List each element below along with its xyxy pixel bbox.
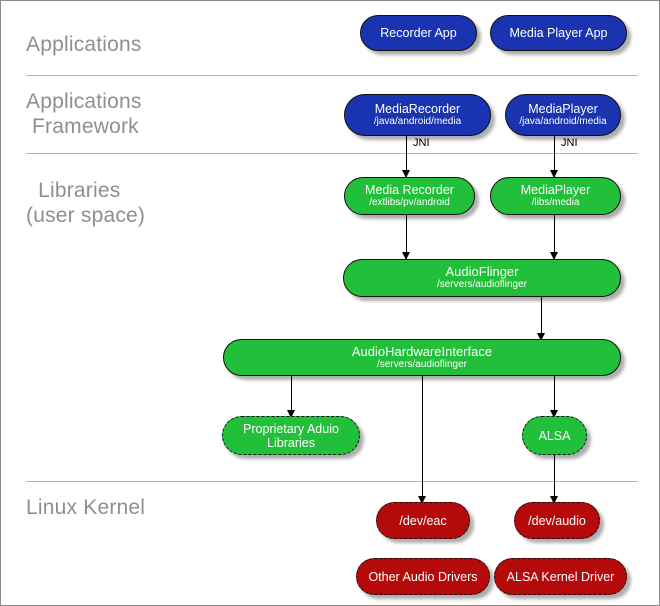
node-subtitle: /libs/media	[531, 197, 580, 208]
node-subtitle: /servers/audioflinger	[436, 279, 528, 290]
arrowhead-proprietary-libraries	[287, 410, 295, 418]
arrowhead-audioflinger-left	[402, 252, 410, 260]
node-audioflinger[interactable]: AudioFlinger /servers/audioflinger	[343, 259, 621, 297]
node-mediaplayer-lib[interactable]: MediaPlayer /libs/media	[490, 177, 621, 215]
node-proprietary-audio-libraries[interactable]: Proprietary Aduio Libraries	[222, 416, 360, 455]
node-title: MediaPlayer	[528, 102, 598, 116]
node-title: ALSA Kernel Driver	[506, 569, 615, 584]
arrowhead-alsa	[550, 410, 558, 418]
edge-mediaplayer-lib-to-audioflinger	[554, 215, 556, 259]
node-title: Recorder App	[380, 26, 457, 40]
node-other-audio-drivers[interactable]: Other Audio Drivers	[356, 558, 490, 595]
separator-applications	[26, 75, 638, 76]
node-alsa[interactable]: ALSA	[522, 416, 587, 455]
node-title: /dev/audio	[528, 513, 586, 528]
arrowhead-dev-eac	[418, 496, 426, 504]
node-subtitle: /servers/audioflinger	[376, 358, 468, 370]
edge-mediaplayer-to-mediaplayer-lib	[554, 136, 556, 177]
node-title: MediaPlayer	[520, 183, 591, 197]
edge-audiohardwareinterface-to-dev-eac	[422, 375, 424, 502]
node-title: /dev/eac	[399, 513, 447, 528]
layer-label-applications: Applications	[26, 33, 142, 56]
layer-label-linux-kernel: Linux Kernel	[26, 496, 146, 519]
node-title: AudioHardwareInterface	[351, 343, 493, 359]
node-alsa-kernel-driver[interactable]: ALSA Kernel Driver	[494, 558, 627, 595]
arrowhead-mediaplayer-lib	[550, 170, 558, 178]
node-title: AudioFlinger	[445, 264, 519, 279]
node-dev-audio[interactable]: /dev/audio	[514, 502, 600, 539]
node-mediaplayer-framework[interactable]: MediaPlayer /java/android/media	[505, 94, 621, 136]
arrowhead-audioflinger-right	[550, 252, 558, 260]
node-title: Media Player App	[509, 26, 608, 40]
node-title: Proprietary Aduio	[243, 421, 339, 436]
edge-label-jni-player: JNI	[561, 137, 578, 149]
arrowhead-media-recorder	[402, 170, 410, 178]
edge-audiohardwareinterface-to-proprietary-libraries	[291, 375, 293, 416]
node-audiohardwareinterface[interactable]: AudioHardwareInterface /servers/audiofli…	[223, 339, 621, 376]
separator-libraries	[26, 481, 638, 482]
node-media-player-app[interactable]: Media Player App	[490, 15, 627, 51]
node-subtitle: /java/android/media	[519, 116, 607, 127]
node-title: MediaRecorder	[374, 102, 461, 116]
node-title: ALSA	[538, 428, 571, 443]
node-mediarecorder-framework[interactable]: MediaRecorder /java/android/media	[344, 94, 491, 136]
edge-media-recorder-to-audioflinger	[406, 215, 408, 259]
separator-framework	[26, 153, 638, 154]
edge-label-jni-recorder: JNI	[413, 137, 430, 149]
node-subtitle: /java/android/media	[373, 116, 462, 127]
edge-audioflinger-to-audiohardwareinterface	[541, 297, 543, 341]
edge-alsa-to-dev-audio	[554, 455, 556, 502]
node-media-recorder-lib[interactable]: Media Recorder /extlibs/pv/android	[344, 177, 475, 215]
edge-audiohardwareinterface-to-alsa	[554, 375, 556, 416]
node-dev-eac[interactable]: /dev/eac	[376, 502, 470, 539]
node-title: Other Audio Drivers	[368, 569, 478, 584]
node-recorder-app[interactable]: Recorder App	[360, 15, 477, 51]
node-title: Media Recorder	[365, 183, 454, 197]
arrowhead-dev-audio	[550, 496, 558, 504]
node-subtitle: /extlibs/pv/android	[369, 197, 450, 208]
edge-mediarecorder-to-media-recorder	[406, 136, 408, 177]
arrowhead-audiohardwareinterface	[537, 333, 545, 341]
layer-label-applications-framework: Applications Framework	[26, 90, 142, 138]
node-subtitle: Libraries	[267, 435, 315, 450]
layer-label-libraries: Libraries (user space)	[26, 179, 146, 227]
